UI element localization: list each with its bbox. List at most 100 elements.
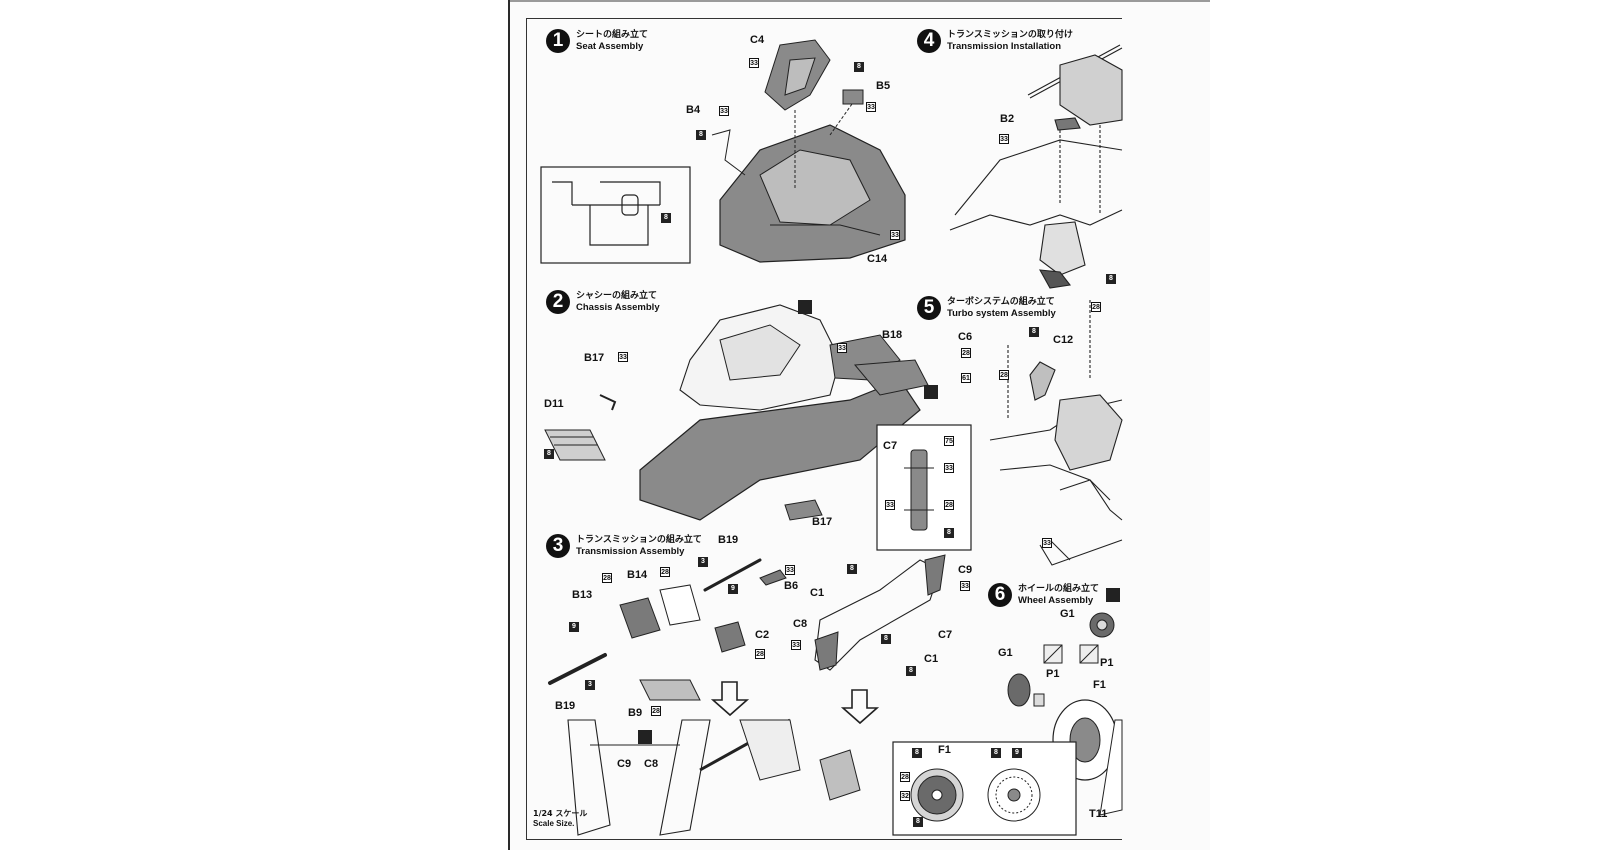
paint-code: 8 xyxy=(912,748,922,758)
step-number: 1 xyxy=(546,29,570,53)
part-b5-drawing xyxy=(842,89,864,105)
paint-code: 33 xyxy=(719,106,729,116)
part-label: C1 xyxy=(810,587,825,599)
part-label: C7 xyxy=(938,629,953,641)
paint-code: 32 xyxy=(900,791,910,801)
part-label: C9 xyxy=(617,758,632,770)
part-label: C4 xyxy=(750,34,765,46)
part-label: C6 xyxy=(958,331,973,343)
part-label: F1 xyxy=(938,744,951,756)
paint-swatch-marker xyxy=(638,730,652,744)
rear-frame-drawing xyxy=(814,554,946,671)
d11-plate-drawing xyxy=(544,429,606,461)
part-label: P1 xyxy=(1100,657,1114,669)
step-title-jp: ホイールの組み立て xyxy=(1018,584,1100,594)
seat-c4-drawing xyxy=(764,39,831,111)
c9-c8-frames-drawing xyxy=(567,719,711,836)
step-title-en: Chassis Assembly xyxy=(576,302,660,313)
part-label: C7 xyxy=(883,440,898,452)
step-number: 3 xyxy=(546,534,570,558)
step-title-jp: ターボシステムの組み立て xyxy=(947,297,1055,307)
transmission-install-drawing xyxy=(949,44,1123,289)
paint-code: 8 xyxy=(696,130,706,140)
paint-code: 9 xyxy=(569,622,579,632)
paint-code: 8 xyxy=(906,666,916,676)
decal-icons-drawing xyxy=(1043,644,1099,664)
instruction-frame xyxy=(526,18,1122,840)
paint-code: 9 xyxy=(1012,748,1022,758)
part-label: T11 xyxy=(1089,808,1108,820)
paint-code: 33 xyxy=(791,640,801,650)
step-title-jp: シャシーの組み立て xyxy=(576,291,658,301)
part-label: C8 xyxy=(793,618,808,630)
paint-swatch-marker xyxy=(1106,588,1120,602)
b6-part-drawing xyxy=(759,569,787,586)
part-label: B18 xyxy=(882,329,903,341)
part-label: C2 xyxy=(755,629,770,641)
paint-code: 28 xyxy=(944,500,954,510)
part-label: C8 xyxy=(644,758,659,770)
paint-swatch-marker xyxy=(798,300,812,314)
part-label: B2 xyxy=(1000,113,1015,125)
c7-shock-drawing xyxy=(910,449,928,531)
b13-gearbox-drawing xyxy=(619,597,661,639)
b17-clip-drawing xyxy=(599,394,617,411)
paint-code: 9 xyxy=(728,584,738,594)
step-title-jp: シートの組み立て xyxy=(576,30,649,40)
rear-subassembly-drawing xyxy=(699,718,861,801)
paint-code: 8 xyxy=(881,634,891,644)
part-label: D11 xyxy=(544,398,564,410)
paint-code: 28 xyxy=(755,649,765,659)
paint-code: 8 xyxy=(1106,274,1116,284)
step-title-en: Transmission Assembly xyxy=(576,546,685,557)
seat-inset-box xyxy=(540,166,691,264)
paint-swatch-marker xyxy=(924,385,938,399)
wheel-face-drawing xyxy=(910,768,1041,822)
part-label: B9 xyxy=(628,707,643,719)
b9-part-drawing xyxy=(639,679,701,701)
paint-code: 8 xyxy=(913,817,923,827)
part-label: G1 xyxy=(1060,608,1075,620)
b14-housing-drawing xyxy=(659,584,701,626)
paint-code: 8 xyxy=(1029,327,1039,337)
seat-inset-sketch xyxy=(552,181,661,246)
part-label: F1 xyxy=(1093,679,1106,691)
paint-code: 28 xyxy=(651,706,661,716)
b19-shaft-upper-drawing xyxy=(703,558,762,592)
sheet-edge-top xyxy=(510,0,1210,2)
paint-code: 28 xyxy=(961,348,971,358)
paint-code: 8 xyxy=(854,62,864,72)
step-number: 5 xyxy=(917,296,941,320)
sheet-edge xyxy=(508,0,510,850)
paint-code: 33 xyxy=(1042,538,1052,548)
paint-code: 33 xyxy=(944,463,954,473)
part-label: B6 xyxy=(784,580,799,592)
paint-code: 8 xyxy=(991,748,1001,758)
paint-code: 8 xyxy=(847,564,857,574)
paint-code: 33 xyxy=(866,102,876,112)
part-label: B14 xyxy=(627,569,648,581)
paint-code: 28 xyxy=(660,567,670,577)
paint-code: 28 xyxy=(602,573,612,583)
paint-code: 28 xyxy=(999,370,1009,380)
seat-inset-part xyxy=(621,194,639,216)
scale-note: 1/24 スケール Scale Size. xyxy=(533,809,587,829)
paint-code: 33 xyxy=(960,581,970,591)
part-label: C14 xyxy=(867,253,888,265)
step-number: 4 xyxy=(917,29,941,53)
paint-code: 33 xyxy=(785,565,795,575)
step-title-en: Seat Assembly xyxy=(576,41,644,52)
part-label: B4 xyxy=(686,104,701,116)
part-label: G1 xyxy=(998,647,1013,659)
paint-code: 28 xyxy=(900,772,910,782)
paint-code: 33 xyxy=(749,58,759,68)
paint-code: 3 xyxy=(698,557,708,567)
arrows-drawing xyxy=(710,681,880,725)
part-label: B17 xyxy=(812,516,833,528)
